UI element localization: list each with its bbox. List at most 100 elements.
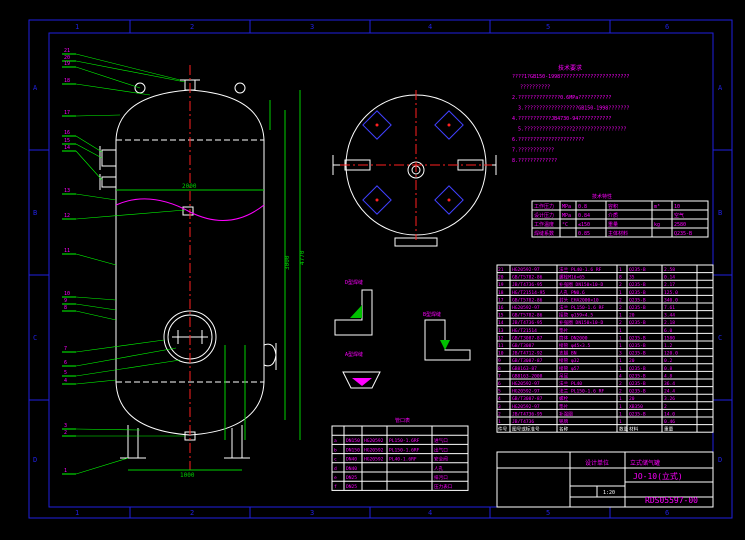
bom-cell: 0.46 — [664, 419, 675, 425]
bom-cell: 接管 φ159×4.5 — [559, 312, 593, 319]
param-cell: 重量 — [608, 221, 618, 228]
bom-cell: GB8163-87 — [512, 366, 537, 372]
bom-cell: 4.8 — [664, 373, 673, 379]
part-label: 7 — [64, 346, 67, 352]
bom-cell: GB/T3087 — [512, 343, 534, 349]
bom-cell: 吊耳 — [559, 373, 569, 379]
param-cell: 工作温度 — [534, 221, 554, 228]
bom-cell: GB/T3087-87 — [512, 358, 543, 364]
grid-col-bottom: 1 — [75, 509, 79, 517]
bom-cell: HG20592-97 — [512, 381, 540, 387]
nozzle-cell: DN25 — [346, 484, 357, 490]
param-cell: kg — [654, 222, 660, 228]
bom-cell: JB/T4736-95 — [512, 282, 543, 288]
grid-col-bottom: 5 — [546, 509, 550, 517]
note-line: 7.???????????? — [512, 148, 554, 154]
bom-cell: 1 — [619, 328, 622, 334]
bom-header-cell: 名称 — [559, 426, 569, 433]
tb-scale: 1:20 — [603, 490, 615, 496]
note-line: ????1?GB150-1998??????????????????????? — [512, 74, 629, 80]
part-label: 19 — [64, 61, 70, 67]
bom-cell: 340.0 — [664, 297, 678, 303]
param-cell: MPa — [562, 213, 571, 219]
bom-cell: Q235-B — [629, 373, 646, 379]
bom-cell: 法兰 PL40-1.6 RF — [559, 266, 602, 273]
dim-height: 4770 — [299, 250, 306, 265]
bom-cell: 20 — [498, 275, 504, 281]
param-cell: 焊缝系数 — [534, 230, 554, 237]
bom-cell: 10 — [498, 351, 504, 357]
part-label: 4 — [64, 378, 67, 384]
bom-cell: 21 — [498, 267, 504, 273]
bom-cell: 5 — [498, 389, 501, 395]
bom-cell: 接管 φ32 — [559, 357, 579, 364]
note-line: 5.????????????????2????????????????? — [518, 127, 626, 133]
bom-cell: 20 — [629, 396, 635, 402]
nozzle-cell: DN40 — [346, 457, 357, 463]
nozzle-cell: HG20592 — [364, 457, 384, 463]
notes-title: 技术要求 — [558, 64, 582, 72]
bom-cell: 1580 — [664, 335, 675, 341]
bom-cell: 6 — [498, 381, 501, 387]
bom-cell: 2.17 — [664, 282, 675, 288]
bom-cell: 11 — [498, 343, 504, 349]
bom-cell: 4 — [619, 373, 622, 379]
grid-row-left: B — [33, 209, 37, 217]
bom-cell: HG20592-97 — [512, 267, 540, 273]
bom-cell: 36.4 — [664, 381, 675, 387]
bom-cell: 0.14 — [664, 275, 675, 281]
bom-header-cell: 数量 — [619, 426, 629, 433]
part-label: 2 — [64, 430, 67, 436]
nozzle-cell: DN40 — [346, 466, 357, 472]
bom-cell: GB/T3087-87 — [512, 396, 543, 402]
bom-cell: GB/T5782-86 — [512, 275, 543, 281]
nozzle-cell: PL150-1.6RF — [389, 438, 420, 444]
nozzle-title: 管口表 — [395, 417, 410, 424]
bom-cell: 18 — [498, 290, 504, 296]
param-cell: ≤150 — [578, 222, 590, 228]
bom-cell: 螺栓 — [559, 395, 569, 402]
bom-cell: 3 — [619, 351, 622, 357]
bom-cell: 8 — [619, 275, 622, 281]
title-block — [496, 451, 714, 508]
note-line: ?????????? — [520, 85, 550, 91]
param-cell: 0.84 — [578, 213, 590, 219]
part-label: 8 — [64, 305, 67, 311]
part-label: 1 — [64, 468, 67, 474]
part-label: 14 — [64, 145, 70, 151]
grid-row-left: C — [33, 334, 37, 342]
bom-cell: JB/T4736 — [512, 419, 534, 425]
bom-cell: HG/T21514-95 — [512, 290, 545, 296]
bom-cell: Q235-B — [629, 267, 646, 273]
params-title: 技术特性 — [592, 193, 612, 200]
bom-cell: XB350 — [629, 404, 643, 410]
tb-code: RDS05597-00 — [645, 496, 698, 505]
bom-cell: 14 — [498, 320, 504, 326]
grid-col-bottom: 2 — [190, 509, 194, 517]
bom-cell: 法兰 PL150-1.6 RF — [559, 388, 604, 395]
nozzle-cell: 出气口 — [434, 446, 448, 453]
nozzle-cell: b — [334, 447, 337, 453]
part-label: 6 — [64, 360, 67, 366]
bom-cell: 3.44 — [664, 313, 675, 319]
tb-company: 设计单位 — [585, 459, 609, 467]
bom-cell: 筒体 DN2000 — [559, 334, 588, 341]
bom-cell: 补强圈 — [559, 410, 573, 417]
bom-cell: 20 — [629, 313, 635, 319]
outer-frame — [28, 19, 733, 519]
param-cell: MPa — [562, 204, 571, 210]
bom-cell: Q235-B — [629, 366, 646, 372]
bom-cell: 0.2 — [664, 358, 673, 364]
dimension-texts: 2000 1000 4770 3000 — [180, 183, 306, 479]
bom-cell: 16 — [498, 305, 504, 311]
part-label: 13 — [64, 188, 70, 194]
bom-cell: 接管 φ45×3.5 — [559, 342, 591, 349]
grid-row-left: D — [33, 456, 37, 464]
bom-cell: 2.18 — [664, 320, 675, 326]
bom-cell: 2 — [498, 411, 501, 417]
